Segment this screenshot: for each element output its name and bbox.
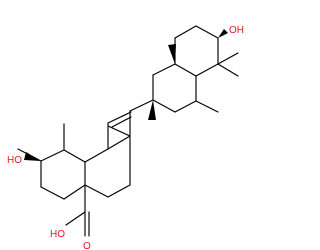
molecule-diagram: OH HO HO O bbox=[7, 25, 244, 250]
bond-line bbox=[195, 100, 219, 113]
carboxyl-bond-line bbox=[65, 211, 86, 226]
bond-line bbox=[107, 125, 131, 137]
bond-line bbox=[107, 111, 132, 124]
bond-line bbox=[152, 63, 176, 76]
bond-line bbox=[84, 148, 109, 163]
wedge-bond bbox=[168, 44, 176, 64]
bond-line bbox=[174, 63, 197, 77]
bond-line bbox=[195, 63, 219, 77]
stereo-wedges bbox=[24, 29, 228, 161]
hydroxyl-left-label: HO bbox=[7, 155, 22, 166]
bond-line bbox=[152, 99, 176, 113]
bond-line bbox=[107, 135, 131, 150]
bond-line bbox=[217, 52, 239, 65]
atom-labels: OH HO HO O bbox=[7, 25, 244, 250]
carboxyl-o-label: O bbox=[83, 241, 91, 250]
wedge-bond bbox=[218, 29, 228, 38]
bond-lines bbox=[17, 25, 239, 237]
double-bond-line bbox=[111, 116, 132, 128]
bond-line bbox=[63, 149, 86, 163]
bond-line bbox=[174, 25, 197, 39]
bond-line bbox=[129, 99, 154, 112]
bond-line bbox=[40, 149, 65, 162]
bond-line bbox=[40, 186, 65, 200]
hydroxyl-top-right-label: OH bbox=[229, 25, 244, 36]
bond-line bbox=[107, 184, 131, 198]
bond-line bbox=[195, 25, 219, 39]
bond-line bbox=[217, 63, 239, 77]
wedge-bond bbox=[148, 100, 156, 120]
bond-line bbox=[63, 184, 86, 200]
bond-line bbox=[84, 184, 109, 198]
carboxyl-oh-label: HO bbox=[50, 229, 65, 240]
bond-line bbox=[174, 100, 197, 113]
wedge-bond bbox=[24, 152, 41, 161]
